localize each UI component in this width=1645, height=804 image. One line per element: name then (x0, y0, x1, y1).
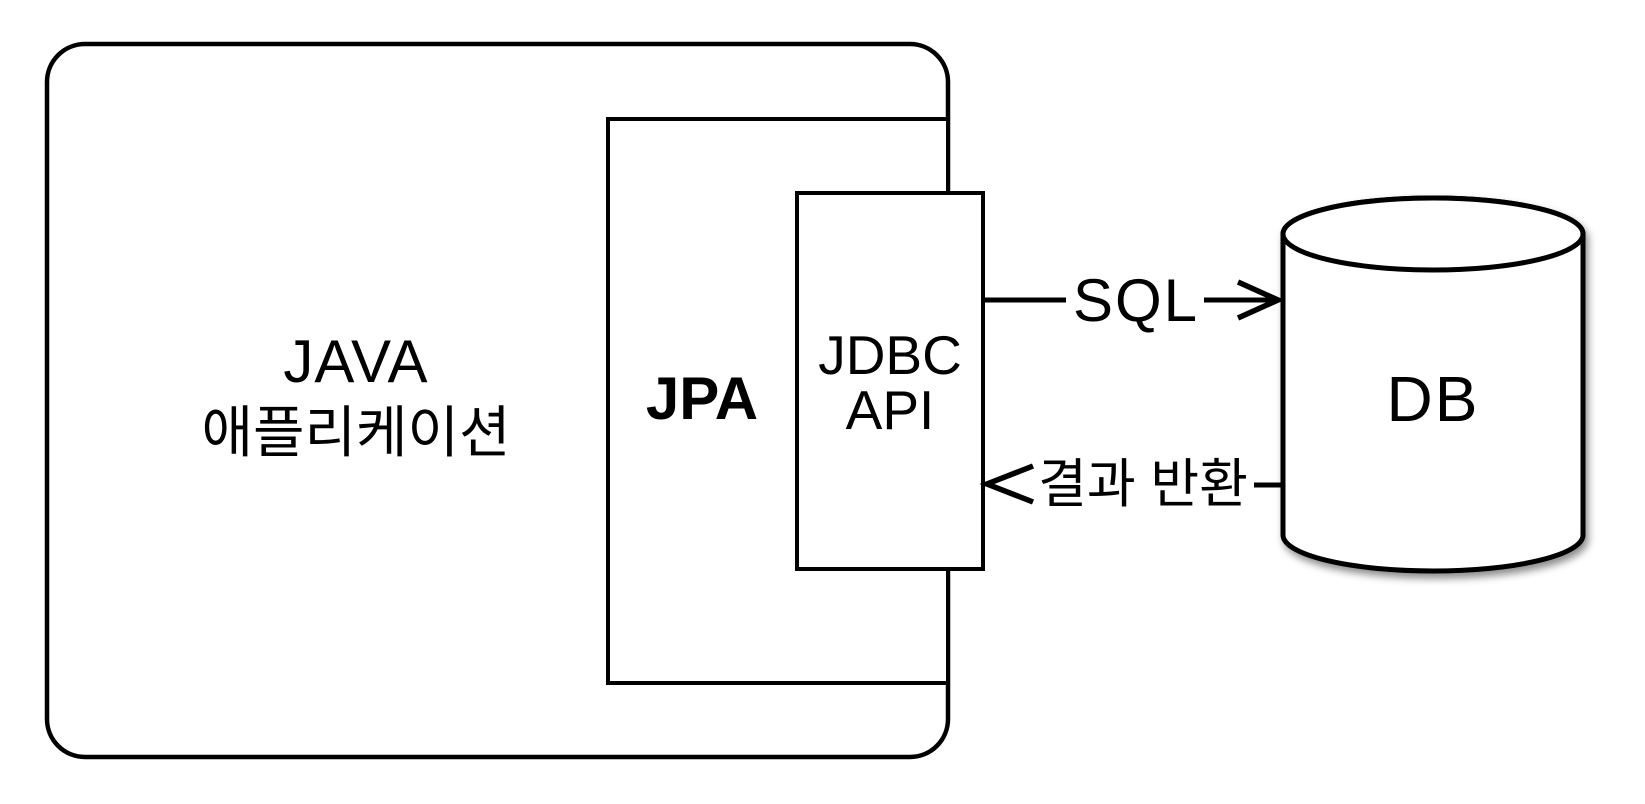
db-cylinder (1280, 195, 1586, 574)
sql-arrow (985, 279, 1285, 321)
jdbc-label-line1: JDBC (818, 324, 962, 386)
result-return-arrow (979, 463, 1285, 505)
jpa-label: JPA (646, 365, 758, 432)
java-application-label-line1: JAVA (283, 328, 428, 395)
jdbc-label-line2: API (846, 379, 935, 441)
sql-arrowhead-right-icon (1236, 279, 1285, 321)
result-return-label: 결과 반환 (1038, 455, 1248, 514)
jdbc-api-box (795, 191, 985, 571)
java-application-label-line2: 애플리케이션 (201, 401, 510, 464)
sql-label: SQL (1073, 267, 1199, 334)
result-arrowhead-left-icon (979, 463, 1035, 505)
db-cylinder-top-ellipse (1280, 195, 1586, 273)
db-label: DB (1387, 363, 1480, 435)
